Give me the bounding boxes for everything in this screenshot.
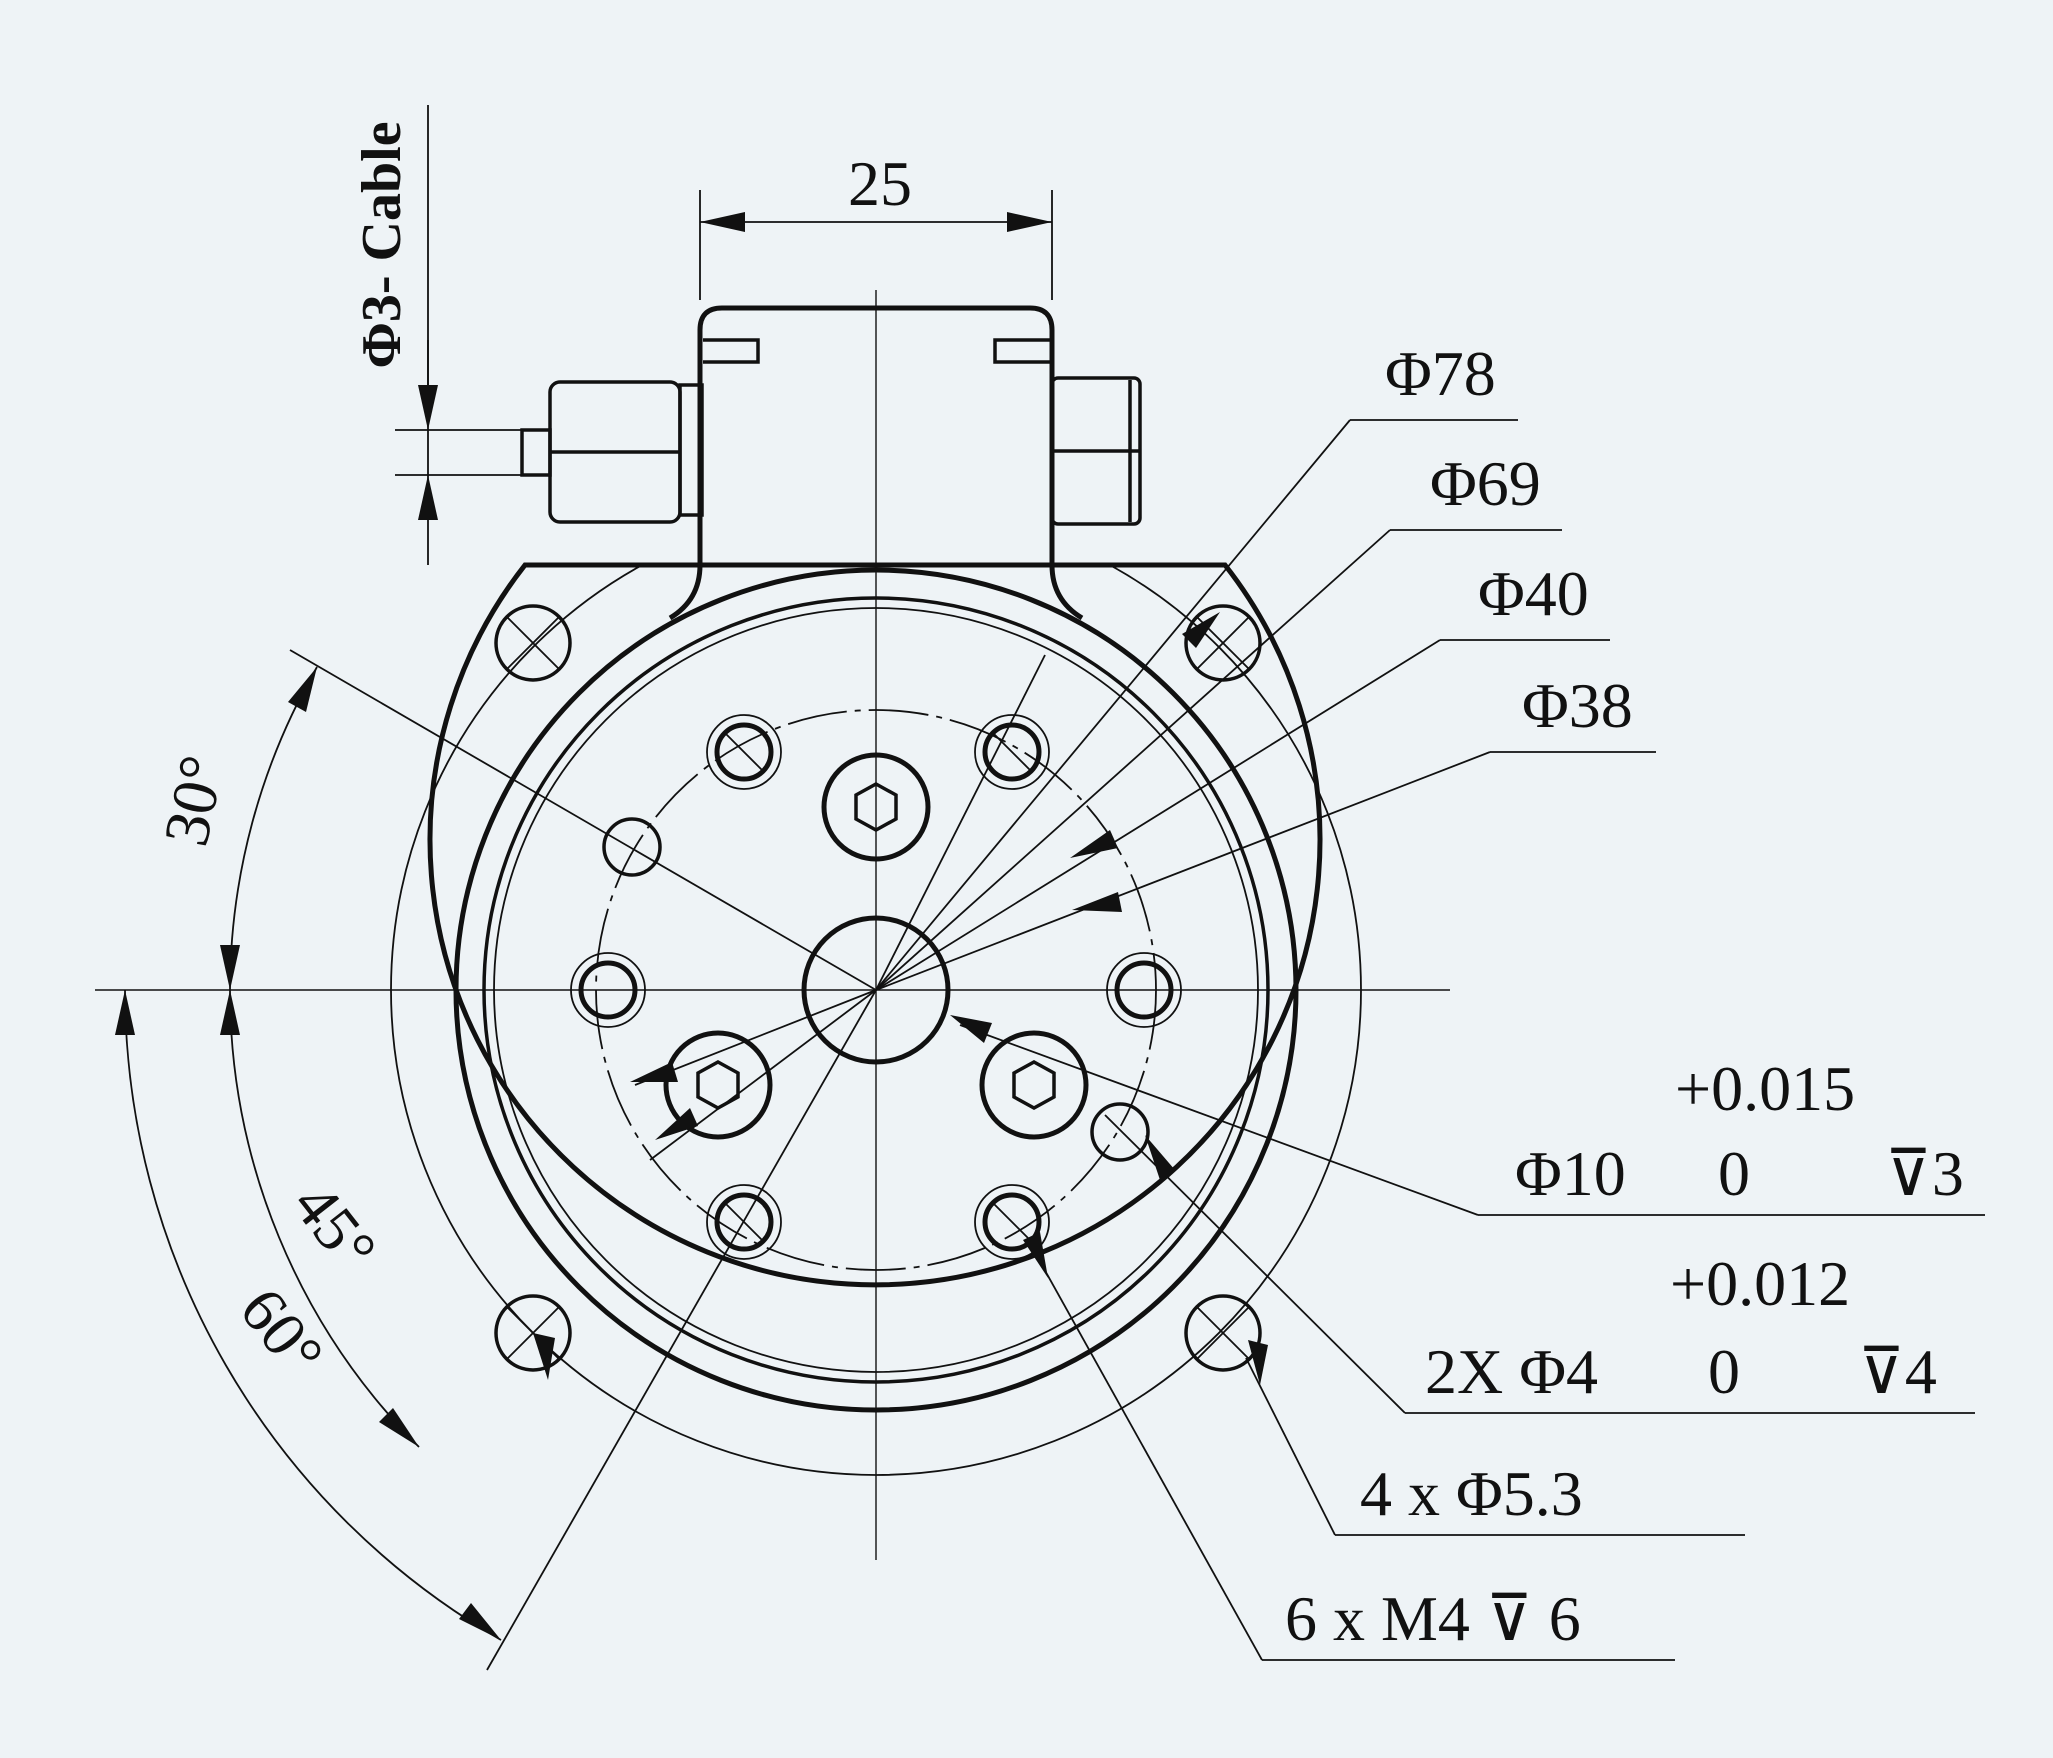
threaded-holes [570, 714, 1182, 1260]
pin-spec: Φ10 [1515, 1138, 1626, 1209]
angle-45-label: 45° [279, 1170, 390, 1284]
thread-holes-label: 6 x M4 ⊽ 6 [1285, 1583, 1581, 1654]
pin-tolerance-lower: 0 [1718, 1138, 1750, 1209]
dowel-hole [602, 817, 662, 877]
pin-tolerance-upper: +0.015 [1675, 1053, 1855, 1124]
center-bore [801, 915, 951, 1065]
dowel-holes [602, 817, 1150, 1162]
thread-hole [974, 714, 1050, 790]
dia-38-label: Φ38 [1522, 670, 1633, 741]
outer-flange [390, 562, 1362, 1476]
body-chamfer-ring [493, 607, 1259, 1373]
hole-spec: 2X Φ4 [1425, 1336, 1598, 1407]
cap-screws [663, 752, 1089, 1140]
bolt-circle [390, 565, 1362, 1476]
angle-60-label: 60° [226, 1275, 337, 1389]
dia-78-label: Φ78 [1385, 338, 1496, 409]
housing-outline [697, 305, 1055, 565]
housing-fillet-right [1049, 564, 1084, 621]
pcd-circle [595, 709, 1157, 1271]
cable-stub [520, 428, 552, 477]
thread-hole [974, 1184, 1050, 1260]
thread-hole [1106, 952, 1182, 1028]
mounting-holes [494, 604, 1262, 1372]
dowel-hole [1090, 1102, 1150, 1162]
housing-fillet-left [668, 564, 703, 621]
flange-outline [427, 562, 1323, 1288]
thread-hole [706, 714, 782, 790]
connector-housing [520, 305, 1142, 621]
hole-depth: ⊽4 [1858, 1336, 1937, 1407]
pin-depth: ⊽3 [1885, 1138, 1964, 1209]
mount-hole [1184, 1294, 1262, 1372]
dia-40-label: Φ40 [1478, 558, 1589, 629]
cap-screw [821, 752, 931, 862]
body-outer-ring [453, 567, 1299, 1413]
hole-tolerance-upper: +0.012 [1670, 1248, 1850, 1319]
leader-lines [289, 419, 1985, 1671]
cable-label: Φ3- Cable [351, 121, 413, 368]
cap-screw [979, 1030, 1089, 1140]
width-dimension: 25 [848, 148, 912, 219]
angle-30-label: 30° [150, 749, 238, 851]
hole-tolerance-lower: 0 [1708, 1336, 1740, 1407]
body-inner-ring [482, 596, 1270, 1384]
center-lines [95, 290, 1450, 1560]
mount-holes-label: 4 x Φ5.3 [1360, 1458, 1583, 1529]
annotations: Φ3- Cable 25 Φ78 Φ69 Φ40 Φ38 +0.015 Φ10 … [150, 121, 1964, 1654]
thread-hole [570, 952, 646, 1028]
dia-69-label: Φ69 [1430, 448, 1541, 519]
housing-notch-right [993, 338, 1050, 364]
mount-hole [494, 604, 572, 682]
arrowheads [115, 212, 1268, 1640]
housing-notch-left [703, 338, 760, 364]
